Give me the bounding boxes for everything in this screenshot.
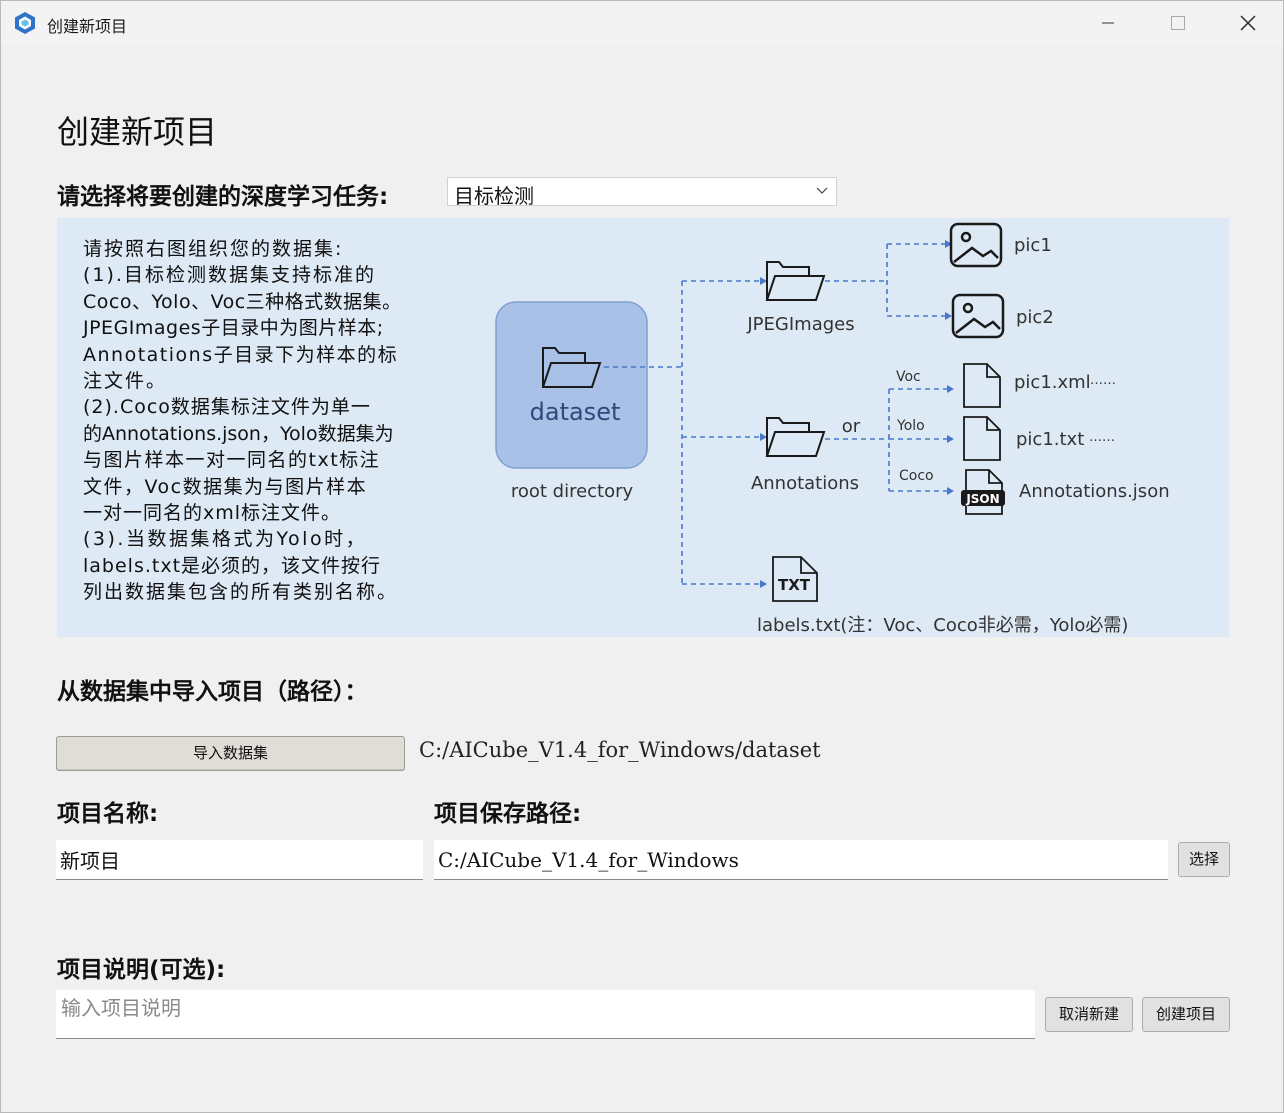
guide-line: Coco、Yolo、Voc三种格式数据集。 — [83, 290, 402, 313]
import-section-label: 从数据集中导入项目（路径）： — [57, 679, 368, 705]
guide-line: 请按照右图组织您的数据集: — [83, 238, 344, 260]
guide-text: 请按照右图组织您的数据集: (1).目标检测数据集支持标准的 Coco、Yolo… — [83, 236, 413, 606]
task-select-value: 目标检测 — [454, 184, 534, 208]
dataset-path-text: C:/AICube_V1.4_for_Windows/dataset — [419, 738, 821, 762]
cancel-button[interactable]: 取消新建 — [1045, 997, 1133, 1032]
task-select[interactable]: 目标检测 — [447, 177, 837, 208]
or-label: or — [842, 416, 861, 437]
choose-path-button[interactable]: 选择 — [1178, 842, 1230, 877]
image-icon — [951, 293, 1005, 339]
close-icon — [1240, 15, 1256, 31]
file-icon — [963, 363, 1001, 408]
image-icon — [949, 222, 1003, 268]
import-dataset-button[interactable]: 导入数据集 — [56, 736, 405, 771]
task-label: 请选择将要创建的深度学习任务: — [57, 184, 389, 210]
chevron-down-icon — [816, 187, 828, 194]
root-folder-icon — [541, 347, 602, 388]
txt-icon-text: TXT — [778, 576, 811, 594]
txt-ellipsis: …… — [1089, 430, 1115, 445]
page-title: 创建新项目 — [57, 113, 218, 151]
json-file-icon: JSON — [961, 469, 1005, 515]
annotations-label: Annotations — [751, 473, 859, 494]
yolo-label: Yolo — [896, 418, 925, 434]
pic1-label: pic1 — [1014, 235, 1052, 256]
txt-file-icon — [772, 556, 818, 602]
json-file-label: Annotations.json — [1019, 481, 1170, 502]
guide-line: 注文件。 — [83, 370, 168, 393]
annotations-folder-icon — [765, 417, 826, 457]
txt-file-label: pic1.txt — [1016, 429, 1084, 450]
guide-line: 一对一同名的xml标注文件。 — [83, 502, 342, 525]
project-name-input[interactable] — [56, 840, 423, 880]
xml-file-label: pic1.xml — [1014, 372, 1091, 393]
json-icon-text: JSON — [965, 492, 999, 506]
root-name: dataset — [530, 398, 621, 426]
minimize-button[interactable] — [1073, 1, 1143, 45]
connector-lines — [604, 243, 947, 585]
minimize-icon — [1102, 22, 1114, 24]
guide-line: 的Annotations.json，Yolo数据集为 — [83, 422, 394, 445]
title-bar[interactable]: 创建新项目 — [1, 1, 1283, 45]
pic2-label: pic2 — [1016, 307, 1054, 328]
dataset-guide-panel: 请按照右图组织您的数据集: (1).目标检测数据集支持标准的 Coco、Yolo… — [57, 218, 1229, 637]
save-path-input[interactable] — [434, 840, 1168, 880]
coco-label: Coco — [899, 468, 934, 484]
app-logo-icon — [15, 12, 35, 34]
guide-line: Annotations子目录下为样本的标 — [83, 343, 399, 366]
root-directory-box — [495, 301, 648, 469]
file-icon — [963, 416, 1001, 461]
voc-label: Voc — [896, 369, 921, 385]
xml-ellipsis: …… — [1090, 373, 1116, 388]
dataset-structure-diagram: dataset root directory — [495, 222, 1170, 636]
guide-line: JPEGImages子目录中为图片样本; — [83, 317, 384, 340]
guide-line: 文件，Voc数据集为与图片样本 — [83, 475, 368, 498]
guide-line: (2).Coco数据集标注文件为单一 — [83, 396, 371, 419]
guide-line: 列出数据集包含的所有类别名称。 — [83, 581, 399, 604]
labels-note: labels.txt(注：Voc、Coco非必需，Yolo必需) — [757, 615, 1128, 636]
project-name-label: 项目名称: — [57, 801, 159, 827]
description-label: 项目说明(可选): — [57, 957, 226, 983]
root-caption: root directory — [511, 481, 634, 502]
description-input[interactable] — [56, 990, 1035, 1039]
save-path-label: 项目保存路径: — [434, 801, 582, 827]
guide-line: (1).目标检测数据集支持标准的 — [83, 264, 376, 287]
jpegimages-label: JPEGImages — [746, 314, 854, 335]
guide-line: 与图片样本一对一同名的txt标注 — [83, 449, 381, 472]
window-title: 创建新项目 — [47, 17, 128, 36]
guide-line: (3).当数据集格式为Yolo时， — [83, 528, 368, 551]
guide-line: labels.txt是必须的，该文件按行 — [83, 554, 382, 577]
connector-arrows — [760, 240, 954, 588]
maximize-button[interactable] — [1143, 1, 1213, 45]
jpegimages-folder-icon — [765, 261, 826, 301]
create-project-button[interactable]: 创建项目 — [1142, 997, 1230, 1032]
close-button[interactable] — [1213, 1, 1283, 45]
maximize-icon — [1171, 16, 1185, 30]
